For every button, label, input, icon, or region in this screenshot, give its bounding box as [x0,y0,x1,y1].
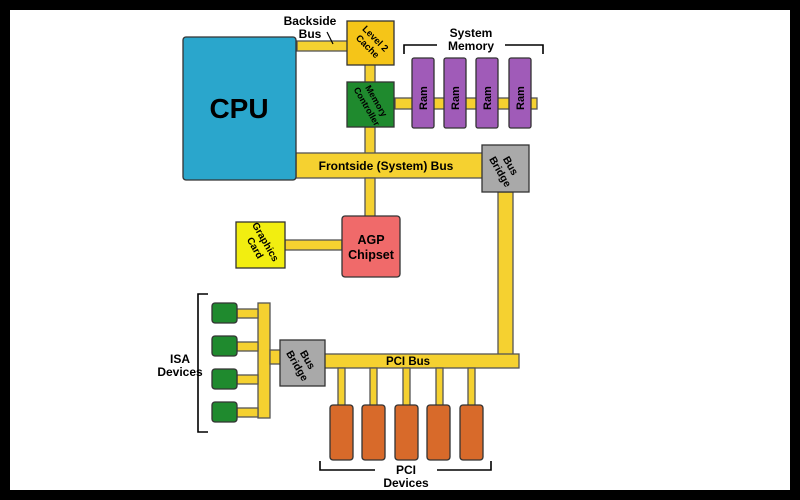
agp-graphics-link [284,239,343,251]
ram-label: Ram [515,86,527,110]
pci-device [459,404,484,461]
ram-label: Ram [482,86,494,110]
ram-module [508,57,532,129]
graphics-card-box [235,221,286,269]
fsb-agp-link [364,177,376,219]
ram-module [443,57,467,129]
pci-device [426,404,451,461]
backside-bus-label-1: Backside [284,14,337,28]
bus-bridge-bottom-box [279,339,326,387]
agp-chipset-label-1: AGP [357,233,384,247]
pci-stub [435,367,444,409]
isa-device [211,368,238,390]
isa-stub [236,407,259,418]
isa-stub [236,374,259,385]
pci-device [329,404,354,461]
agp-chipset-label-2: Chipset [348,248,395,262]
pci-device [361,404,386,461]
backside-bus-pointer [326,31,334,45]
pci-stub [402,367,411,409]
isa-stub [236,341,259,352]
isa-devices-bracket [197,293,208,433]
isa-device [211,335,238,357]
pci-stub [467,367,476,409]
ram-module [475,57,499,129]
pci-device [394,404,419,461]
bridge-down-link [497,191,514,358]
ram-label: Ram [418,86,430,110]
system-memory-label-bg [437,26,505,54]
isa-stub [236,308,259,319]
pci-devices-label-2: Devices [383,476,429,490]
ram-module [411,57,435,129]
isa-devices-label-1: ISA [170,352,190,366]
bus-bridge-top-box [481,144,530,193]
isa-device [211,401,238,423]
cpu-box [182,36,297,181]
ram-label: Ram [450,86,462,110]
pci-devices-label-1: PCI [396,463,416,477]
cpu-label: CPU [209,93,268,124]
system-memory-label-1: System [450,26,493,40]
cache-controller-link [364,62,376,84]
pci-devices-label-bg [375,462,437,489]
agp-chipset-box [341,215,401,278]
frontside-bus-label: Frontside (System) Bus [319,159,454,173]
system-memory-label-2: Memory [448,39,494,53]
backside-bus [296,40,353,52]
isa-device [211,302,238,324]
memory-controller-box [346,81,395,128]
pci-stub [337,367,346,409]
pci-devices [329,404,484,461]
pci-stub [369,367,378,409]
pci-bus-label: PCI Bus [386,356,430,368]
level2-cache-box [346,20,395,66]
isa-bus [257,302,271,419]
backside-bus-label-2: Bus [299,27,322,41]
isa-devices-label-2: Devices [157,365,203,379]
ram-modules: Ram Ram Ram Ram [411,57,532,129]
isa-devices [211,302,238,423]
